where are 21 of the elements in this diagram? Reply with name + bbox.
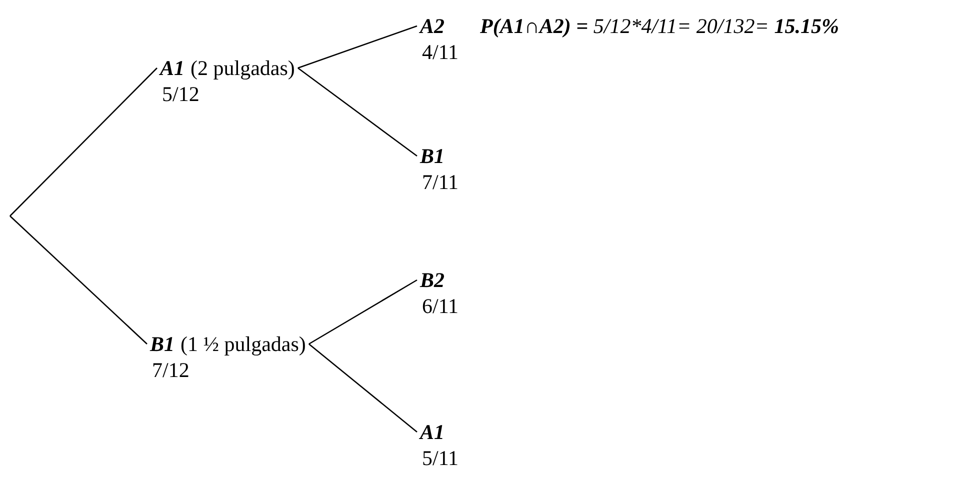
event-name: B1 xyxy=(420,144,445,168)
event-description: (1 ½ pulgadas) xyxy=(180,332,306,356)
branch-line xyxy=(298,25,418,69)
probability-value: 5/11 xyxy=(422,446,459,470)
event-name: A1 xyxy=(420,420,445,444)
event-description: (2 pulgadas) xyxy=(190,56,295,80)
probability-value: 5/12 xyxy=(162,82,200,106)
probability-value: 7/11 xyxy=(422,170,459,194)
probability-value: 6/11 xyxy=(422,294,459,318)
probability-formula: P(A1∩A2) = 5/12*4/11= 20/132= 15.15% xyxy=(480,14,839,38)
event-name: A1 xyxy=(160,56,185,80)
event-name: B2 xyxy=(420,268,445,292)
event-name: A2 xyxy=(420,14,445,38)
event-name: B1 xyxy=(150,332,175,356)
branch-line xyxy=(10,216,148,344)
probability-value: 7/12 xyxy=(152,358,190,382)
branch-line xyxy=(298,67,418,157)
branch-line xyxy=(308,344,418,432)
branch-line xyxy=(308,279,418,345)
probability-value: 4/11 xyxy=(422,40,459,64)
branch-line xyxy=(10,68,158,216)
